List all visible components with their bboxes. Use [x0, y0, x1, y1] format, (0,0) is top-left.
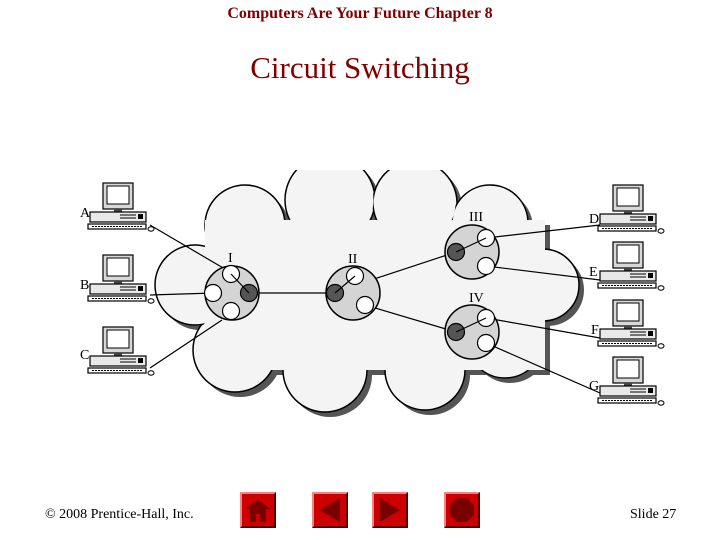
connection-lines [149, 224, 601, 394]
computer-label-D: D [589, 212, 599, 227]
computer-C [87, 326, 155, 376]
computer-F [597, 299, 665, 349]
switch-II [325, 265, 381, 321]
computer-B [87, 254, 155, 304]
computer-E [597, 241, 665, 291]
computer-label-A: A [80, 206, 91, 221]
computer-D [597, 184, 665, 234]
computer-label-B: B [80, 278, 89, 293]
switch-III [444, 224, 500, 280]
switch-label-II: II [348, 252, 358, 267]
circuit-switching-diagram: I II III IV A B C D E F G [80, 170, 665, 417]
network-cloud [154, 170, 584, 417]
computer-label-E: E [589, 265, 598, 280]
slide-number: Slide 27 [630, 507, 677, 522]
switch-IV [444, 304, 500, 360]
previous-icon [320, 498, 340, 522]
computer-label-G: G [589, 379, 599, 394]
switch-label-I: I [228, 251, 233, 266]
switch-label-IV: IV [469, 291, 484, 306]
next-slide-button[interactable] [372, 492, 408, 528]
switch-label-III: III [469, 210, 483, 225]
computer-label-F: F [591, 323, 599, 338]
home-icon [246, 499, 270, 522]
switch-I [203, 264, 260, 321]
copyright-text: © 2008 Prentice-Hall, Inc. [45, 507, 194, 522]
slide-title: Circuit Switching [250, 50, 470, 85]
next-icon [380, 498, 400, 522]
home-button[interactable] [240, 492, 276, 528]
end-show-icon [450, 498, 474, 522]
slide-header: Computers Are Your Future Chapter 8 [227, 5, 493, 22]
previous-slide-button[interactable] [312, 492, 348, 528]
computer-A [87, 182, 155, 232]
computer-G [597, 356, 665, 406]
end-show-button[interactable] [444, 492, 480, 528]
computer-label-C: C [80, 348, 89, 363]
